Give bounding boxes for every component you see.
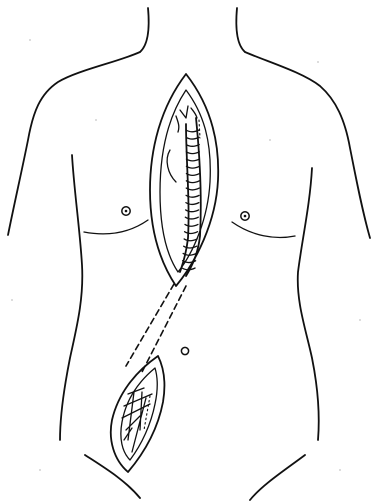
esophagus-ring — [186, 152, 199, 154]
speckle — [29, 39, 30, 40]
torso-outline — [8, 52, 370, 440]
subcutaneous-tunnel — [126, 284, 186, 372]
neck-outline — [140, 8, 245, 52]
nipple-left — [122, 207, 130, 215]
groin-lines — [85, 455, 305, 500]
esophagus-ring — [184, 239, 197, 241]
speckle — [39, 469, 40, 470]
esophagus-ring — [185, 232, 198, 234]
speckle — [317, 61, 318, 62]
esophagus-ring — [186, 166, 199, 168]
speckle — [95, 119, 96, 120]
speckle — [269, 139, 270, 140]
esophagus-ring — [184, 246, 197, 248]
nipple-right — [241, 212, 249, 220]
esophagus-ring — [186, 145, 199, 147]
speckle — [339, 469, 340, 470]
esophagus-ring — [186, 159, 199, 161]
pectoral-lines — [84, 220, 295, 237]
esophagus-ring — [185, 217, 198, 219]
abdominal-incision — [111, 356, 165, 472]
navel — [181, 347, 188, 354]
speckle — [11, 299, 12, 300]
speckle — [359, 319, 360, 320]
esophagus-ring — [185, 224, 198, 226]
